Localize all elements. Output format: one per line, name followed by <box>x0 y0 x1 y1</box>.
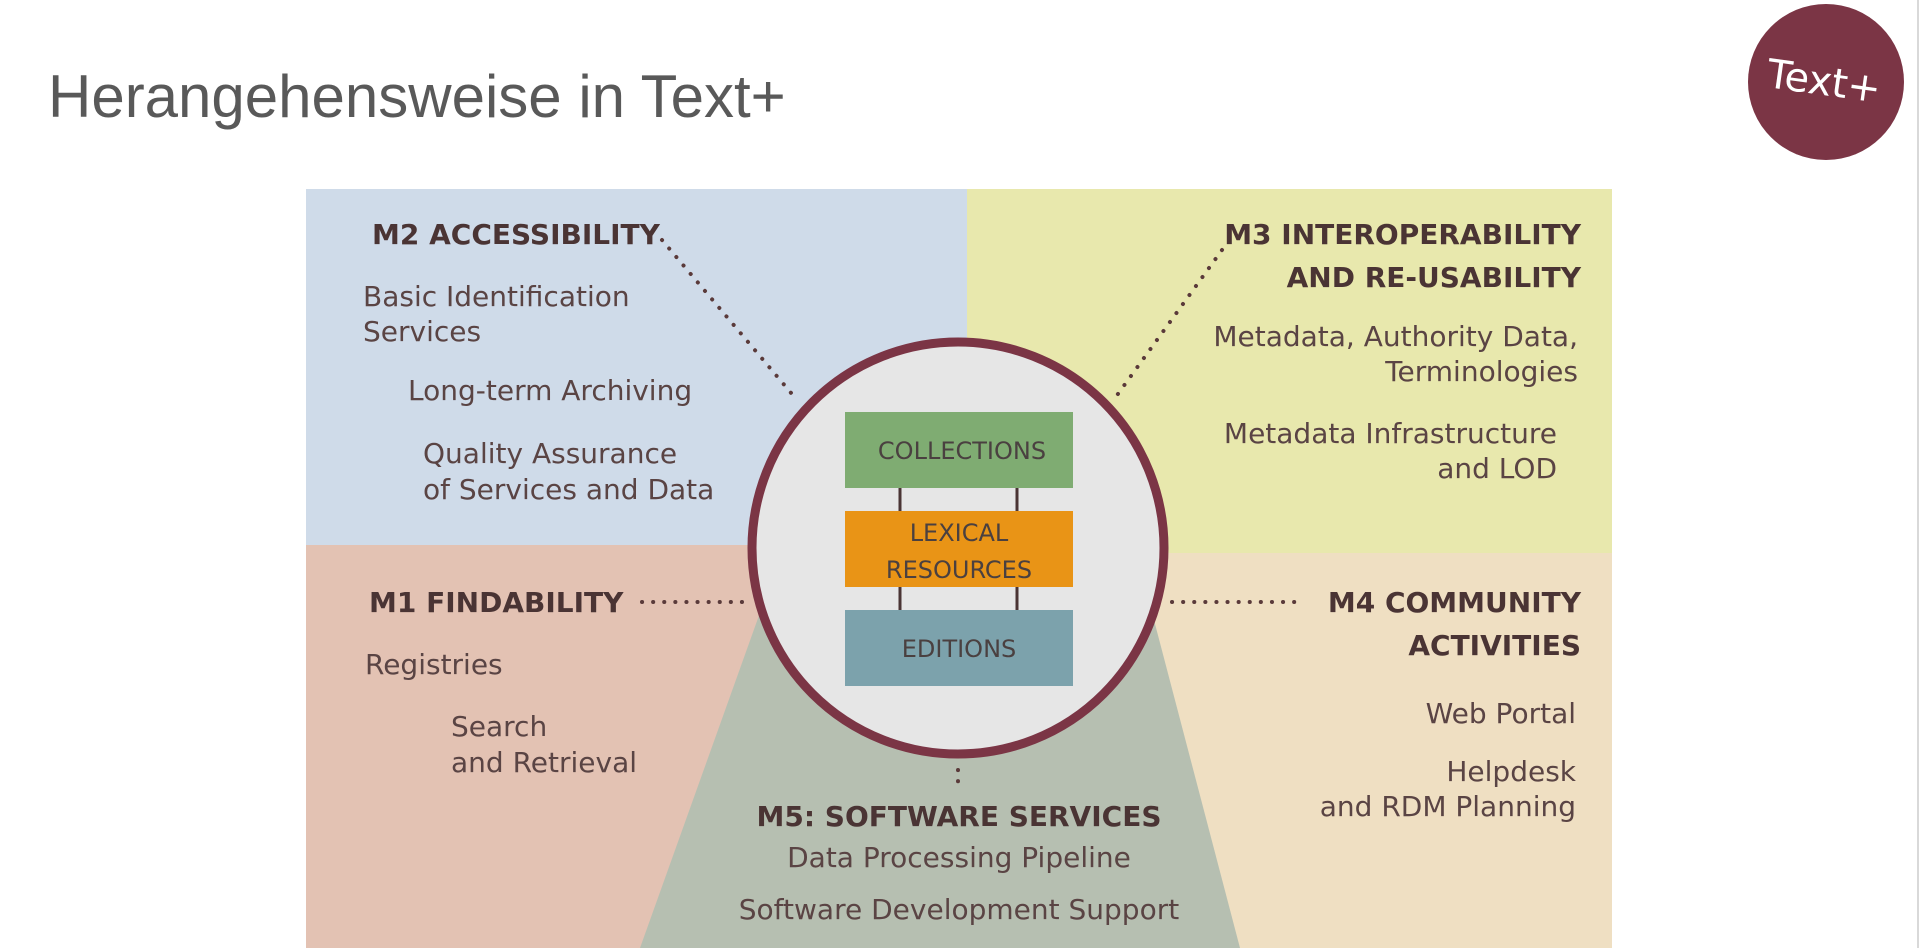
m2-item-2: Long-term Archiving <box>408 374 692 407</box>
m3-item-1-line2: Terminologies <box>1384 355 1578 388</box>
m2-item-3-line2: of Services and Data <box>423 473 714 506</box>
editions-label: EDITIONS <box>902 635 1017 663</box>
m4-heading-line2: ACTIVITIES <box>1408 629 1581 662</box>
m3-item-2-line1: Metadata Infrastructure <box>1224 417 1557 450</box>
m3-item-1-line1: Metadata, Authority Data, <box>1213 320 1578 353</box>
m3-heading-line2: AND RE-USABILITY <box>1287 261 1582 294</box>
m4-item-1: Web Portal <box>1426 697 1576 730</box>
connector-m2 <box>660 238 799 402</box>
m1-item-2-line1: Search <box>451 710 547 743</box>
collections-box <box>845 412 1073 488</box>
m1-heading: M1 FINDABILITY <box>369 586 624 619</box>
lexical-resources-label-line2: RESOURCES <box>886 556 1032 584</box>
m5-item-2: Software Development Support <box>739 893 1179 926</box>
m4-item-2-line1: Helpdesk <box>1446 755 1576 788</box>
editions-box <box>845 610 1073 686</box>
m2-item-1-line1: Basic Identification <box>363 280 630 313</box>
m3-heading-line1: M3 INTEROPERABILITY <box>1224 218 1582 251</box>
center-box-links <box>898 487 1019 612</box>
m2-item-1-line2: Services <box>363 315 481 348</box>
m4-item-2-line2: and RDM Planning <box>1320 790 1576 823</box>
m4-heading-line1: M4 COMMUNITY <box>1328 586 1582 619</box>
m3-item-2-line2: and LOD <box>1437 452 1557 485</box>
text-plus-logo: Text+ <box>1748 4 1904 160</box>
logo-circle <box>1748 4 1904 160</box>
m5-item-1: Data Processing Pipeline <box>787 841 1131 874</box>
dotted-connectors <box>640 238 1298 792</box>
m5-heading: M5: SOFTWARE SERVICES <box>756 800 1161 833</box>
collections-label: COLLECTIONS <box>878 437 1046 465</box>
page-title: Herangehensweise in Text+ <box>48 63 786 130</box>
slide-edge-divider <box>1917 0 1919 948</box>
m1-item-1: Registries <box>365 648 503 681</box>
m2-item-3-line1: Quality Assurance <box>423 437 677 470</box>
m2-heading: M2 ACCESSIBILITY <box>372 218 661 251</box>
lexical-resources-label-line1: LEXICAL <box>910 519 1009 547</box>
m1-item-2-line2: and Retrieval <box>451 746 637 779</box>
lexical-resources-box <box>845 511 1073 587</box>
